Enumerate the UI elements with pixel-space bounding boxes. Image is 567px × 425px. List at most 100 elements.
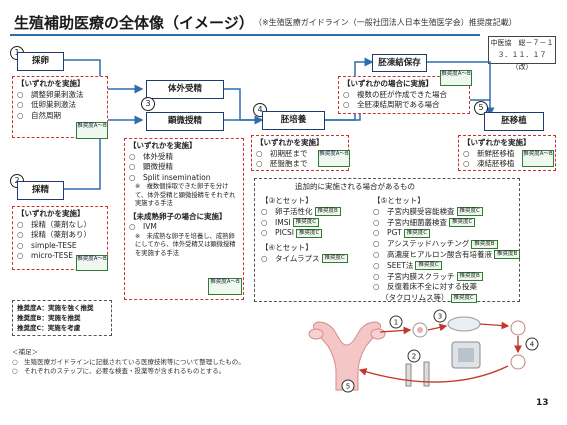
additional-box: 追加的に実施される場合があるもの 【③とセット】 ○ 卵子活性化推奨度B ○ I… [254, 178, 521, 304]
list-item: ○ 採精（薬剤あり） [17, 230, 92, 239]
page-subtitle: （※生殖医療ガイドライン（一般社団法人日本生殖医学会）推奨度記載） [254, 18, 517, 27]
step-saiRan: 採卵 [17, 52, 64, 71]
illus-num-2: 2 [412, 353, 416, 361]
badge: 推奨度C [415, 261, 442, 271]
list-item: ○ 凍結胚移植 [463, 159, 515, 168]
list-item: （タクロリムス等）推奨度C [373, 293, 519, 304]
step-saiSei-label: 採精 [31, 185, 49, 195]
legend-item-a: 推奨度A：実施を強く推奨 [17, 304, 94, 312]
page-title: 生殖補助医療の全体像（イメージ） [14, 14, 254, 32]
box-jusei-head2: 【未成熟卵子の場合に実施】 [129, 211, 227, 221]
step-number-5: 5 [474, 101, 488, 115]
step-toketsu-label: 胚凍結保存 [378, 58, 421, 68]
item-name: ○ 子宮内細菌叢検査 [373, 217, 448, 227]
list-item: ○ 体外受精 [129, 151, 174, 161]
step-toketsu: 胚凍結保存 [372, 54, 427, 72]
item-name: ○ アシステッドハッチング [373, 239, 470, 249]
step-baiyou-label: 胚培養 [280, 115, 307, 125]
step-kenbi-label: 顕微授精 [167, 116, 202, 126]
procedure-illustration: 1 2 3 4 5 [308, 309, 539, 393]
item-name: ○ PICSI [261, 228, 294, 238]
step-taigai: 体外受精 [146, 80, 224, 99]
incubator-icon [451, 341, 481, 369]
box-ishoku-head: 【いずれかを実施】 [463, 138, 531, 147]
step-kenbi: 顕微授精 [146, 112, 224, 131]
step-ishoku-label: 胚移植 [501, 116, 527, 126]
item-name: ○ IMSI [261, 217, 291, 227]
step-saiSei: 採精 [17, 181, 64, 200]
item-name: ○ タイムラプス [261, 253, 320, 263]
step-ishoku: 胚移植 [484, 112, 544, 131]
supplement-notes: ＜補足＞ ○ 生殖医療ガイドラインに記載されている医療技術等について整理したもの… [12, 348, 302, 377]
badge: 推奨度B [471, 239, 498, 249]
list-item: ○ 複数の胚が作成できた場合 [343, 89, 448, 99]
reference-line-2: ３．１１．１７（改） [497, 51, 547, 71]
step-baiyou: 胚培養 [262, 111, 325, 130]
supplement-line-1: ○ 生殖医療ガイドラインに記載されている医療技術等について整理したもの。 [12, 357, 245, 366]
badge-jusei: 推奨度A～B [208, 278, 242, 295]
reference-box: 中医協 総－７－１ ３．１１．１７（改） [488, 36, 556, 71]
list-item: ○ 子宮内細菌叢検査推奨度C [373, 218, 519, 229]
badge: 推奨度C [321, 254, 348, 264]
egg-icon [412, 322, 428, 338]
syringe-icon [405, 361, 430, 387]
list-item: ○ 高濃度ヒアルロン酸含有培養液推奨度B [373, 249, 521, 261]
badge: 推奨度C [450, 293, 477, 303]
list-item: ○ 全胚凍結周期である場合 [343, 100, 440, 109]
list-item: ○ 胚盤胞まで [256, 159, 308, 168]
list-item: ○ 顕微授精 [129, 162, 174, 171]
set3-head: 【③とセット】 [261, 196, 313, 205]
list-item: ○ 反復着床不全に対する投薬 [373, 282, 519, 293]
item-name: ○ 子宮内膜スクラッチ [373, 271, 455, 281]
badge: 推奨度B [456, 272, 483, 282]
step-taigai-label: 体外受精 [167, 84, 202, 94]
illus-num-1: 1 [394, 319, 398, 327]
item-name: ○ PGT [373, 228, 402, 238]
additional-title: 追加的に実施される場合があるもの [295, 182, 415, 191]
box-jusei-note2: ※ 未成熟な卵子を培養し、成熟卵にしてから、体外受精又は顕微授精を実施する手法 [135, 232, 236, 257]
set4-head: 【④とセット】 [261, 243, 313, 253]
list-item: ○ 子宮内膜スクラッチ推奨度B [373, 272, 519, 283]
item-name: ○ 子宮内膜受容能検査 [373, 206, 455, 216]
box-baiyou-head: 【いずれかを実施】 [256, 138, 324, 147]
list-item: ○ タイムラプス推奨度C [261, 254, 379, 265]
illus-num-3: 3 [438, 313, 442, 321]
list-item: ○ 採精（薬剤なし） [17, 219, 92, 229]
box-saiRan-head: 【いずれかを実施】 [17, 79, 85, 88]
badge: 推奨度C [449, 218, 476, 228]
petri-dish-icon [447, 316, 481, 332]
list-item: ○ Split insemination [129, 172, 211, 182]
list-item: ○ micro-TESE [17, 251, 74, 260]
header-divider [10, 34, 480, 36]
set5-head: 【⑤とセット】 [373, 196, 425, 205]
item-name: ○ 卵子活性化 [261, 206, 313, 216]
reference-line-1: 中医協 総－７－１ [490, 39, 554, 47]
supplement-head: ＜補足＞ [12, 348, 38, 356]
item-name: （タクロリムス等） [381, 293, 449, 303]
additional-set5: 【⑤とセット】 ○ 子宮内膜受容能検査推奨度C ○ 子宮内細菌叢検査推奨度C ○… [373, 196, 521, 304]
legend-item-c: 推奨度C：実施を考慮 [17, 324, 81, 332]
badge-saiRan: 推奨度A～B [76, 122, 108, 139]
legend-item-b: 推奨度B：実施を推奨 [17, 314, 81, 322]
badge-saiSei: 推奨度A～B [76, 255, 108, 271]
box-saiSei-head: 【いずれかを実施】 [17, 209, 85, 218]
badge-baiyou: 推奨度A～B [318, 150, 350, 167]
list-item: ○ IVM [129, 222, 157, 231]
step-number-3: 3 [141, 97, 155, 111]
list-item: ○ 低卵巣刺激法 [17, 100, 77, 109]
item-name: ○ 高濃度ヒアルロン酸含有培養液 [373, 249, 492, 259]
legend-box: 推奨度A：実施を強く推奨 推奨度B：実施を推奨 推奨度C：実施を考慮 [12, 300, 112, 336]
item-name: ○ 反復着床不全に対する投薬 [373, 282, 478, 292]
supplement-line-2: ○ それぞれのステップに、必要な検査・投薬等が含まれるものとする。 [12, 367, 226, 375]
box-jusei-note: ※ 複数個採取できた卵子を分けて、体外受精と顕微授精をそれぞれ実施する手法 [135, 183, 236, 207]
list-item: ○ アシステッドハッチング推奨度B [373, 239, 519, 250]
badge: 推奨度C [456, 207, 483, 217]
badge: 推奨度C [292, 218, 320, 228]
badge: 推奨度C [296, 228, 323, 238]
list-item: ○ simple-TESE [17, 240, 77, 250]
list-item: ○ 新鮮胚移植 [463, 148, 515, 158]
list-item: ○ 調整卵巣刺激法 [17, 89, 84, 99]
